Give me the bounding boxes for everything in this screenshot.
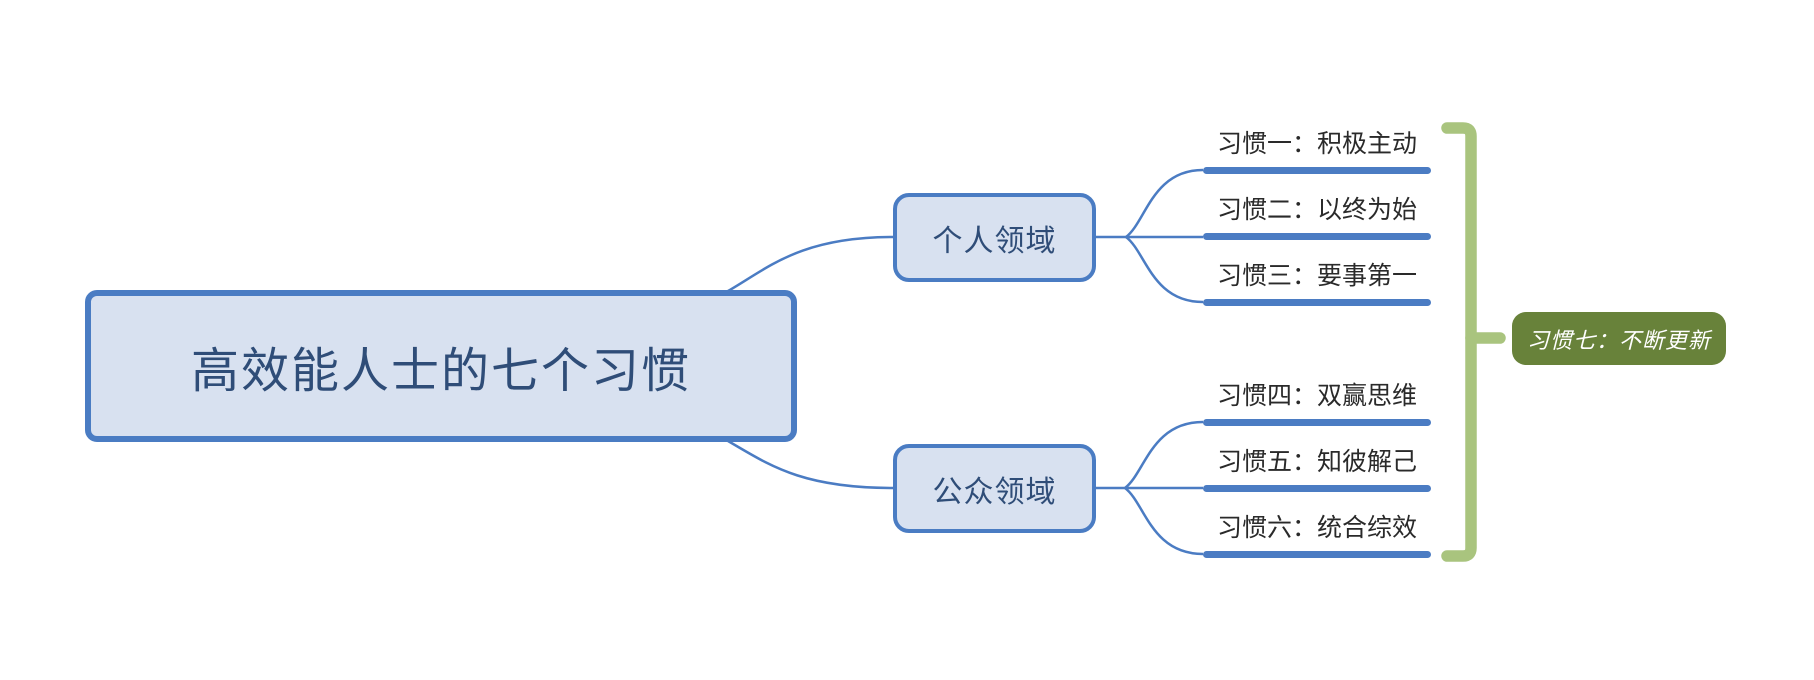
habit-node-2[interactable]: 习惯二：以终为始 [1186,193,1448,240]
habit-node-3[interactable]: 习惯三：要事第一 [1186,259,1448,306]
habit-3-underline [1203,299,1431,306]
habit-2-label: 习惯二：以终为始 [1216,195,1417,224]
habit-2-underline [1203,233,1431,240]
branch-topic-personal[interactable]: 个人领域 [893,193,1096,282]
connector-root-public [727,439,894,490]
habit-1-underline [1203,167,1431,174]
habit-5-label: 习惯五：知彼解己 [1216,447,1417,476]
habit-node-4[interactable]: 习惯四：双赢思维 [1186,379,1448,426]
habit-1-label: 习惯一：积极主动 [1216,129,1417,158]
connector-habit-3 [1125,236,1204,304]
habit-6-label: 习惯六：统合综效 [1216,513,1417,542]
branch-topic-public-label: 公众领域 [932,474,1057,510]
summary-topic[interactable]: 习惯七：不断更新 [1512,312,1726,365]
connector-habit-4 [1124,420,1204,489]
habit-node-1[interactable]: 习惯一：积极主动 [1186,127,1448,174]
summary-topic-label: 习惯七：不断更新 [1526,328,1711,354]
branch-topic-public[interactable]: 公众领域 [893,444,1096,533]
habit-node-5[interactable]: 习惯五：知彼解己 [1186,445,1448,492]
branch-topic-personal-label: 个人领域 [932,223,1057,259]
root-topic-label: 高效能人士的七个习惯 [190,343,691,399]
habit-6-underline [1203,551,1431,558]
connector-habit-1 [1125,168,1204,238]
habit-4-underline [1203,419,1431,426]
habit-node-6[interactable]: 习惯六：统合综效 [1186,511,1448,558]
habit-3-label: 习惯三：要事第一 [1216,261,1417,290]
root-topic[interactable]: 高效能人士的七个习惯 [85,290,797,442]
habit-4-label: 习惯四：双赢思维 [1216,381,1417,410]
connector-root-personal [727,235,894,293]
habit-5-underline [1203,485,1431,492]
connector-habit-6 [1124,487,1204,556]
